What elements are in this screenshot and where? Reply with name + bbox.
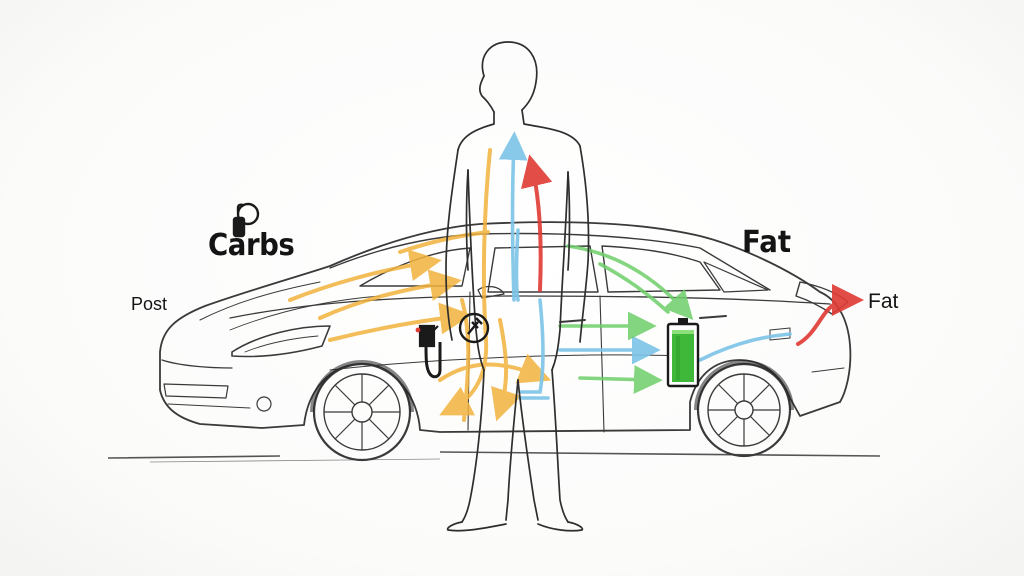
carbs-label: Carbs [208, 228, 295, 263]
key-icon [232, 202, 260, 238]
post-label: Post [131, 294, 168, 314]
fat-output-label: Fat [868, 290, 899, 313]
fat-label: Fat [742, 225, 792, 260]
battery-icon [666, 318, 700, 388]
rear-wheel [694, 360, 794, 458]
ground-line [107, 451, 881, 459]
carbs-arrows [288, 148, 552, 422]
fat-arrows-red [521, 154, 864, 346]
plug-icon [458, 312, 490, 344]
fuel-pump-icon [415, 324, 442, 379]
protein-arrows [498, 131, 792, 400]
front-wheel [310, 360, 414, 462]
human-figure [445, 41, 590, 532]
fat-arrows-green [558, 244, 694, 394]
